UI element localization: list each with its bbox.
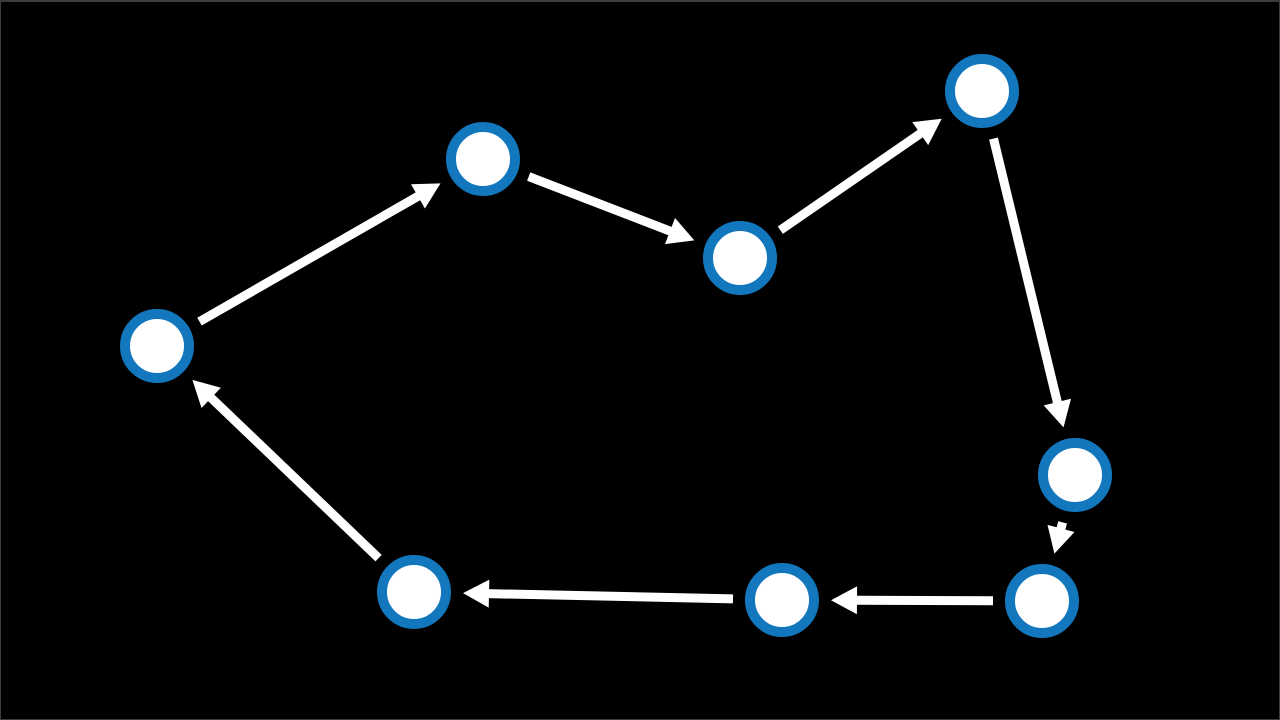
graph-arrowhead-icon [912, 118, 942, 146]
graph-edge-left-to-upper-left [197, 183, 441, 326]
graph-edge-middle-to-top-right [777, 118, 942, 234]
graph-node-upper-left [446, 122, 520, 196]
graph-edge-upper-left-to-middle [527, 172, 695, 245]
graph-node-bottom-right [1005, 564, 1079, 638]
graph-node-bottom-left [377, 555, 451, 629]
graph-node-top-right [945, 54, 1019, 128]
graph-edge-line [989, 137, 1063, 406]
graph-node-right [1038, 438, 1112, 512]
graph-edge-bottom-left-to-left [192, 379, 382, 562]
graph-edge-right-to-bottom-right [1047, 521, 1075, 554]
graph-edge-line [486, 589, 734, 604]
graph-arrowhead-icon [192, 379, 221, 408]
graph-arrowhead-icon [1047, 524, 1075, 554]
graph-node-bottom-middle [745, 563, 819, 637]
graph-arrowhead-icon [665, 218, 695, 245]
graph-edge-line [197, 191, 422, 326]
graph-arrowhead-icon [831, 586, 858, 615]
graph-node-left [120, 309, 194, 383]
graph-edge-bottom-middle-to-bottom-left [463, 579, 734, 608]
graph-arrowhead-icon [1043, 398, 1071, 428]
graph-node-middle [703, 221, 777, 295]
graph-edge-line [206, 393, 382, 562]
graph-arrowhead-icon [463, 579, 490, 608]
graph-edge-line [777, 128, 925, 234]
graph-edge-bottom-right-to-bottom-middle [831, 586, 994, 615]
graph-edge-line [527, 172, 674, 236]
graph-arrowhead-icon [411, 183, 441, 209]
graph-edge-top-right-to-right [989, 137, 1071, 428]
graph-edge-line [854, 595, 994, 606]
